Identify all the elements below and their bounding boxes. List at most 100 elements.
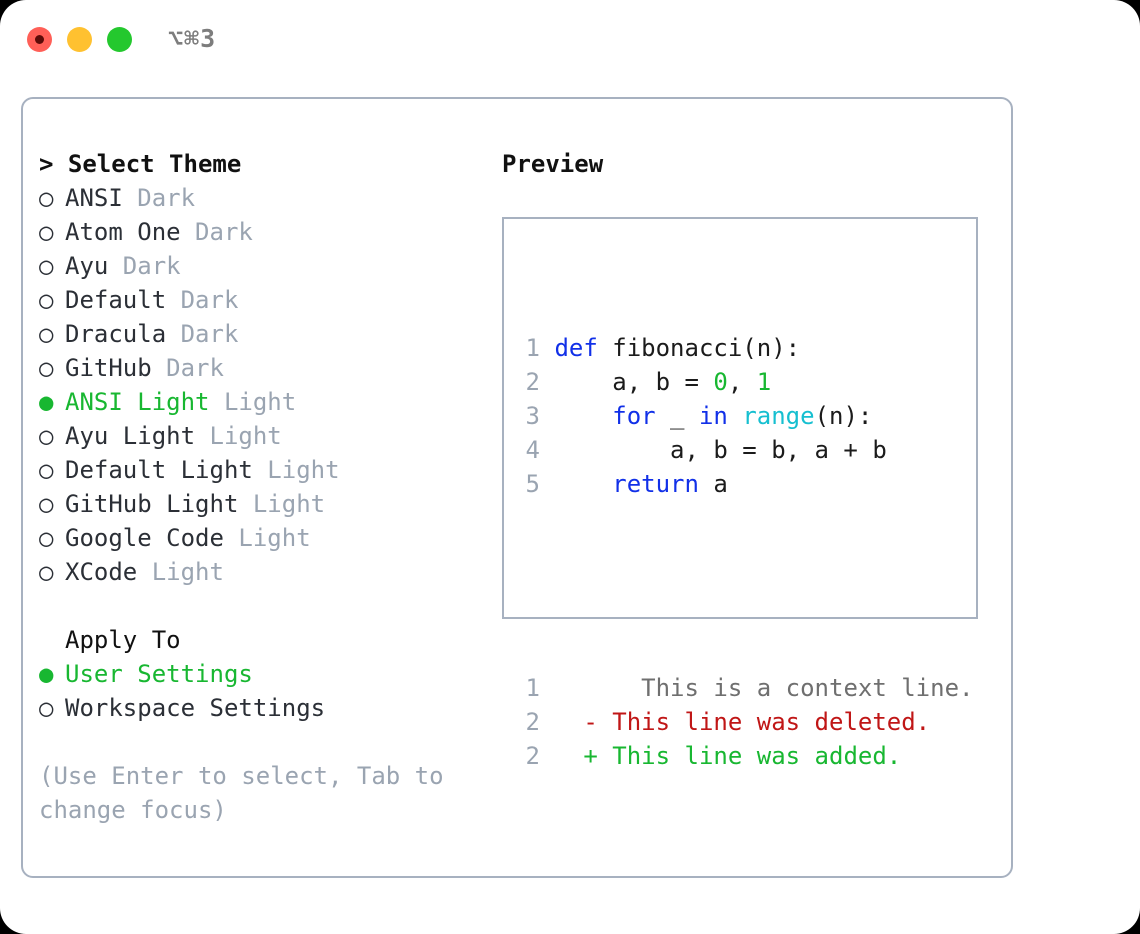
line-number: 4 [525, 436, 540, 464]
code-line: 4 a, b = b, a + b [516, 433, 973, 467]
radio-unselected-icon: ○ [39, 422, 54, 450]
theme-option-github[interactable]: ○GitHub Dark [39, 351, 479, 385]
code-token: in [698, 402, 728, 430]
line-number: 1 [525, 334, 540, 362]
theme-name: Ayu [65, 252, 109, 280]
code-token: , [727, 368, 757, 396]
code-line: 3 for _ in range(n): [516, 399, 973, 433]
code-token [728, 402, 742, 430]
code-token [540, 470, 612, 498]
theme-name: GitHub Light [65, 490, 239, 518]
theme-list-column: > Select Theme ○ANSI Dark○Atom One Dark○… [39, 147, 479, 827]
theme-variant: Dark [166, 320, 239, 348]
theme-option-ansi-light[interactable]: ●ANSI Light Light [39, 385, 479, 419]
theme-name: Dracula [65, 320, 167, 348]
theme-variant: Dark [166, 286, 239, 314]
radio-unselected-icon: ○ [39, 524, 54, 552]
title-bar: ⌥⌘3 [0, 0, 1140, 78]
theme-name: Default Light [65, 456, 253, 484]
line-number: 2 [525, 368, 540, 396]
maximize-button[interactable] [107, 27, 132, 52]
theme-name: Google Code [65, 524, 224, 552]
radio-unselected-icon: ○ [39, 490, 54, 518]
diff-line-add: 2 + This line was added. [516, 739, 973, 773]
diff-marker: - [540, 708, 613, 736]
select-theme-header: > Select Theme [39, 150, 242, 178]
theme-variant: Light [195, 422, 282, 450]
code-token: a, b = b, a + b [540, 436, 887, 464]
radio-unselected-icon: ○ [39, 252, 54, 280]
code-token: (n): [814, 402, 873, 430]
theme-variant: Dark [180, 218, 253, 246]
radio-unselected-icon: ○ [39, 218, 54, 246]
radio-selected-icon: ● [39, 660, 54, 688]
theme-option-dracula[interactable]: ○ Dracula Dark [39, 317, 479, 351]
apply-to-option-workspace-settings[interactable]: ○Workspace Settings [39, 691, 479, 725]
code-diff-spacer [516, 569, 973, 603]
theme-option-default-light[interactable]: ○Default Light Light [39, 453, 479, 487]
theme-variant: Light [137, 558, 224, 586]
code-token: _ [655, 402, 699, 430]
theme-name: XCode [65, 558, 138, 586]
window-title: ⌥⌘3 [168, 24, 217, 53]
diff-line-ctx: 1 This is a context line. [516, 671, 974, 705]
code-token: 0 [713, 368, 728, 396]
theme-option-ayu[interactable]: ○ Ayu Dark [39, 249, 479, 283]
radio-selected-icon: ● [39, 388, 54, 416]
code-lines: 1 def fibonacci(n): 2 a, b = 0, 1 3 for _ … [516, 331, 973, 501]
apply-to-header: Apply To [39, 623, 479, 657]
theme-name: Ayu Light [65, 422, 196, 450]
preview-header: Preview [502, 150, 604, 178]
code-token: a [698, 470, 728, 498]
diff-marker [540, 674, 612, 702]
line-number: 2 [525, 742, 540, 770]
diff-text: This line was deleted. [612, 708, 931, 736]
theme-name: Default [65, 286, 167, 314]
preview-box: 1 def fibonacci(n): 2 a, b = 0, 1 3 for _ … [502, 217, 978, 770]
theme-variant: Dark [108, 252, 181, 280]
radio-unselected-icon: ○ [39, 320, 54, 348]
apply-to-label: User Settings [65, 660, 253, 688]
line-number: 2 [525, 708, 540, 736]
theme-option-github-light[interactable]: ○ GitHub Light Light [39, 487, 479, 521]
line-number: 1 [525, 674, 540, 702]
preview-column: Preview 1 def fibonacci(n): 2 a, b = 0, 1… [502, 147, 988, 770]
theme-variant: Light [238, 490, 326, 518]
theme-option-xcode[interactable]: ○ XCode Light [39, 555, 479, 589]
theme-option-ansi[interactable]: ○ANSI Dark [39, 181, 479, 215]
code-token: return [612, 470, 699, 498]
code-line: 1 def fibonacci(n): [516, 331, 973, 365]
diff-lines: 1 This is a context line.2 - This line w… [516, 671, 974, 773]
theme-option-default[interactable]: ○ Default Dark [39, 283, 479, 317]
code-token: def [554, 334, 598, 362]
diff-line-del: 2 - This line was deleted. [516, 705, 973, 739]
theme-option-google-code[interactable]: ○ Google Code Light [39, 521, 479, 555]
theme-variant: Dark [122, 184, 196, 212]
theme-name: Atom One [65, 218, 181, 246]
code-sample: 1 def fibonacci(n): 2 a, b = 0, 1 3 for _ … [516, 263, 974, 841]
code-token: range [742, 402, 815, 430]
close-icon [35, 35, 44, 44]
line-number: 3 [525, 402, 540, 430]
code-token [540, 402, 612, 430]
minimize-button[interactable] [67, 27, 92, 52]
diff-marker: + [540, 742, 613, 770]
code-token: for [612, 402, 656, 430]
keyboard-hint: (Use Enter to select, Tab to change focu… [39, 762, 444, 824]
radio-unselected-icon: ○ [39, 558, 54, 586]
code-token: fibonacci(n): [597, 334, 801, 362]
theme-variant: Light [223, 524, 311, 552]
apply-to-list: ● User Settings ○Workspace Settings [39, 657, 479, 725]
radio-unselected-icon: ○ [39, 286, 54, 314]
apply-to-option-user-settings[interactable]: ● User Settings [39, 657, 479, 691]
theme-option-ayu-light[interactable]: ○ Ayu Light Light [39, 419, 479, 453]
theme-variant: Dark [151, 354, 224, 382]
code-token [540, 334, 554, 362]
code-token: a, b = [540, 368, 714, 396]
code-token: 1 [756, 368, 772, 396]
radio-unselected-icon: ○ [39, 354, 54, 382]
theme-option-atom-one[interactable]: ○ Atom One Dark [39, 215, 479, 249]
theme-picker-panel: > Select Theme ○ANSI Dark○Atom One Dark○… [21, 97, 1013, 878]
theme-list: ○ANSI Dark○Atom One Dark○Ayu Dark○Defaul… [39, 181, 479, 589]
